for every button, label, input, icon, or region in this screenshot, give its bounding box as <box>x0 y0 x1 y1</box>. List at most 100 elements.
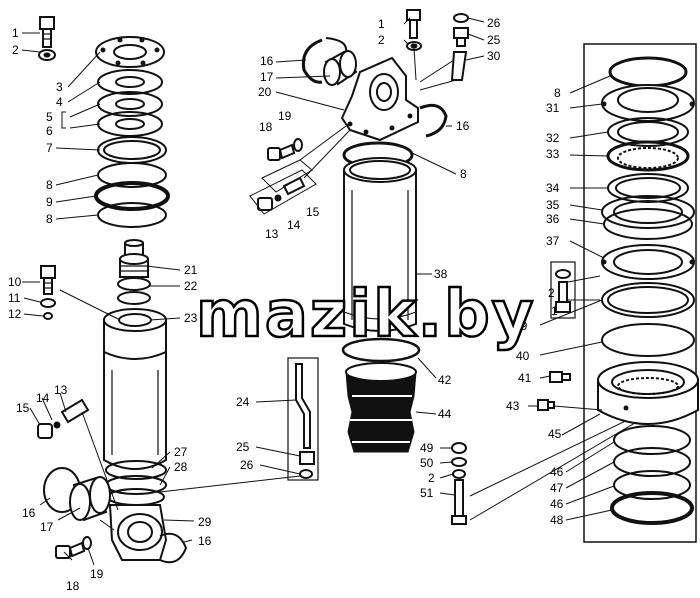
label-4: 4 <box>56 95 63 109</box>
label-18a: 18 <box>66 579 80 593</box>
label-35: 35 <box>546 198 560 212</box>
label-1a: 1 <box>12 26 19 40</box>
center-leaders <box>159 17 641 521</box>
bolt-1 <box>39 16 55 48</box>
gasket-35 <box>601 195 695 229</box>
label-32: 32 <box>546 131 560 145</box>
label-37: 37 <box>546 234 560 248</box>
nut-49 <box>451 442 467 454</box>
flange-3 <box>95 36 165 68</box>
ring-27 <box>105 460 167 480</box>
left-assembly <box>37 16 188 564</box>
label-27: 27 <box>174 445 188 459</box>
housing-45 <box>597 361 699 425</box>
label-25a: 25 <box>236 440 250 454</box>
label-1c: 1 <box>551 304 558 318</box>
label-8b: 8 <box>46 212 53 226</box>
fitting-43 <box>537 399 555 411</box>
label-13b: 13 <box>265 227 279 241</box>
right-panel-frame <box>583 43 697 543</box>
label-3: 3 <box>56 80 63 94</box>
washer-2c <box>452 469 466 479</box>
ring-40 <box>601 323 695 357</box>
ring-46b <box>613 470 691 500</box>
ring-42 <box>341 337 421 363</box>
ring-39 <box>601 282 695 318</box>
nipple-15a <box>37 398 90 439</box>
bushing-17a <box>69 476 111 522</box>
label-12: 12 <box>8 307 22 321</box>
label-40: 40 <box>516 349 530 363</box>
label-41: 41 <box>518 371 532 385</box>
label-23: 23 <box>184 311 198 325</box>
label-24: 24 <box>236 395 250 409</box>
label-46a: 46 <box>550 465 564 479</box>
label-1b: 1 <box>378 17 385 31</box>
label-7: 7 <box>46 141 53 155</box>
label-49: 49 <box>420 441 434 455</box>
cylinder-head-20 <box>340 56 419 142</box>
seal-48 <box>610 491 694 525</box>
washer-50 <box>451 457 467 467</box>
label-15b: 15 <box>306 205 320 219</box>
right-assembly <box>537 43 699 543</box>
label-5: 5 <box>46 110 53 124</box>
nipple-18a <box>55 541 86 559</box>
gasket-4 <box>97 69 163 95</box>
label-51: 51 <box>420 486 434 500</box>
label-2b: 2 <box>378 33 385 47</box>
label-11: 11 <box>8 291 21 305</box>
ring-26b <box>453 13 469 23</box>
label-18b: 18 <box>259 120 273 134</box>
label-6: 6 <box>46 124 53 138</box>
ring-16c <box>301 38 323 84</box>
part-labels: 1 2 3 4 5 6 7 8 9 8 10 11 12 15 14 13 16… <box>8 16 564 593</box>
label-38: 38 <box>434 267 448 281</box>
label-48: 48 <box>550 513 564 527</box>
label-10: 10 <box>8 275 22 289</box>
label-44: 44 <box>438 407 452 421</box>
label-15a: 15 <box>16 401 30 415</box>
label-2c: 2 <box>428 471 435 485</box>
ring-16d <box>419 103 448 138</box>
label-19a: 19 <box>90 567 104 581</box>
label-17b: 17 <box>260 70 274 84</box>
label-28: 28 <box>174 460 188 474</box>
label-26b: 26 <box>487 16 501 30</box>
ring-8b <box>97 202 167 228</box>
label-13a: 13 <box>54 383 68 397</box>
bolt-1c <box>555 281 571 313</box>
label-17a: 17 <box>40 520 54 534</box>
label-14b: 14 <box>287 218 301 232</box>
label-50: 50 <box>420 456 434 470</box>
label-46b: 46 <box>550 497 564 511</box>
label-16a: 16 <box>22 506 36 520</box>
watermark: mazik.by <box>196 278 535 352</box>
tube-30 <box>450 51 468 81</box>
label-16d: 16 <box>456 119 470 133</box>
label-39: 39 <box>514 319 528 333</box>
left-leaders <box>21 32 195 566</box>
label-21: 21 <box>184 263 198 277</box>
fitting-25b <box>453 27 469 47</box>
cylinder-23 <box>103 308 167 470</box>
label-2a: 2 <box>12 43 19 57</box>
label-19b: 19 <box>278 109 292 123</box>
label-47: 47 <box>550 481 564 495</box>
label-20: 20 <box>258 85 272 99</box>
bushing-17b <box>323 50 358 86</box>
washer-2d <box>555 269 571 279</box>
washer-11 <box>40 298 56 308</box>
piston-head-21 <box>119 239 149 278</box>
label-26a: 26 <box>240 458 254 472</box>
label-45: 45 <box>548 427 562 441</box>
label-42: 42 <box>438 373 452 387</box>
washer-19b <box>293 138 303 152</box>
ring-22 <box>117 277 151 291</box>
label-30: 30 <box>487 49 501 63</box>
ring-46a <box>613 425 691 455</box>
washer-19a <box>82 536 92 550</box>
center-assembly <box>249 9 469 525</box>
